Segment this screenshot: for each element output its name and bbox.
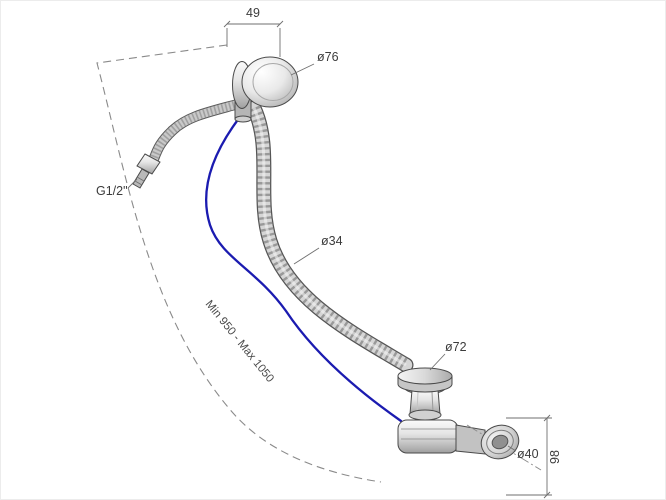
thread-size-label: G1/2" xyxy=(96,184,128,198)
knob-diameter-callout: ø76 xyxy=(290,50,339,76)
outlet-elbow xyxy=(455,424,542,471)
hose-length-label: Min 950 - Max 1050 xyxy=(203,298,276,385)
overflow-hose xyxy=(246,100,414,373)
pop-up-waste xyxy=(397,367,542,471)
knob-diameter-label: ø76 xyxy=(317,50,339,64)
dimension-98: 98 xyxy=(506,414,562,499)
outlet-diameter-callout: ø40 xyxy=(507,445,539,461)
plug-diameter-callout: ø72 xyxy=(429,340,467,371)
thread-callout: G1/2" xyxy=(96,178,138,198)
hose-diameter-label: ø34 xyxy=(321,234,343,248)
dimension-49: 49 xyxy=(223,6,284,57)
thread-fitting xyxy=(132,153,161,189)
plug-diameter-label: ø72 xyxy=(445,340,467,354)
inlet-hose xyxy=(147,98,244,167)
hose-diameter-callout: ø34 xyxy=(293,234,343,265)
overflow-knob xyxy=(232,56,299,123)
outlet-diameter-label: ø40 xyxy=(517,447,539,461)
outlet-height-label: 98 xyxy=(548,450,562,464)
spout-offset-label: 49 xyxy=(246,6,260,20)
control-cable xyxy=(205,106,403,423)
